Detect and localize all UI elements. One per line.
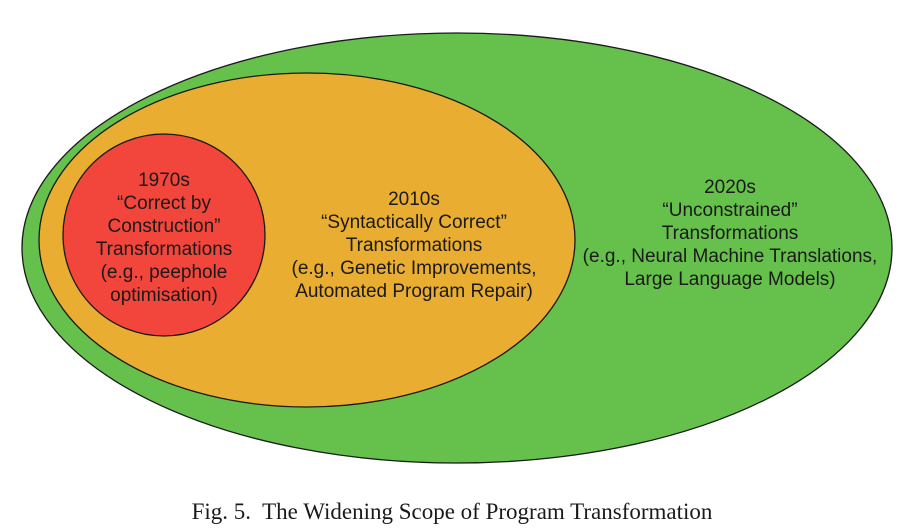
inner-label-line: “Correct by [117, 193, 211, 214]
middle-label-line: “Syntactically Correct” [321, 212, 507, 233]
middle-region-label: 2010s “Syntactically Correct” Transforma… [292, 189, 537, 302]
middle-label-line: Automated Program Repair) [295, 281, 533, 302]
inner-label-line: Transformations [96, 239, 233, 260]
middle-label-line: 2010s [388, 189, 440, 210]
figure-caption: Fig. 5. The Widening Scope of Program Tr… [191, 499, 713, 524]
inner-label-line: 1970s [138, 170, 190, 191]
outer-label-line: Large Language Models) [624, 269, 835, 290]
outer-label-line: “Unconstrained” [662, 200, 797, 221]
inner-label-line: Construction” [108, 216, 221, 237]
outer-label-line: 2020s [704, 177, 756, 198]
inner-label-line: (e.g., peephole [101, 262, 228, 283]
nested-scope-diagram: 1970s “Correct by Construction” Transfor… [21, 32, 893, 464]
inner-label-line: optimisation) [110, 285, 218, 306]
outer-label-line: (e.g., Neural Machine Translations, [583, 246, 878, 267]
middle-label-line: (e.g., Genetic Improvements, [292, 258, 537, 279]
outer-region-label: 2020s “Unconstrained” Transformations (e… [583, 177, 878, 290]
middle-label-line: Transformations [346, 235, 483, 256]
inner-region-1970s [62, 133, 266, 337]
inner-region-label: 1970s “Correct by Construction” Transfor… [96, 170, 233, 306]
outer-label-line: Transformations [662, 223, 799, 244]
